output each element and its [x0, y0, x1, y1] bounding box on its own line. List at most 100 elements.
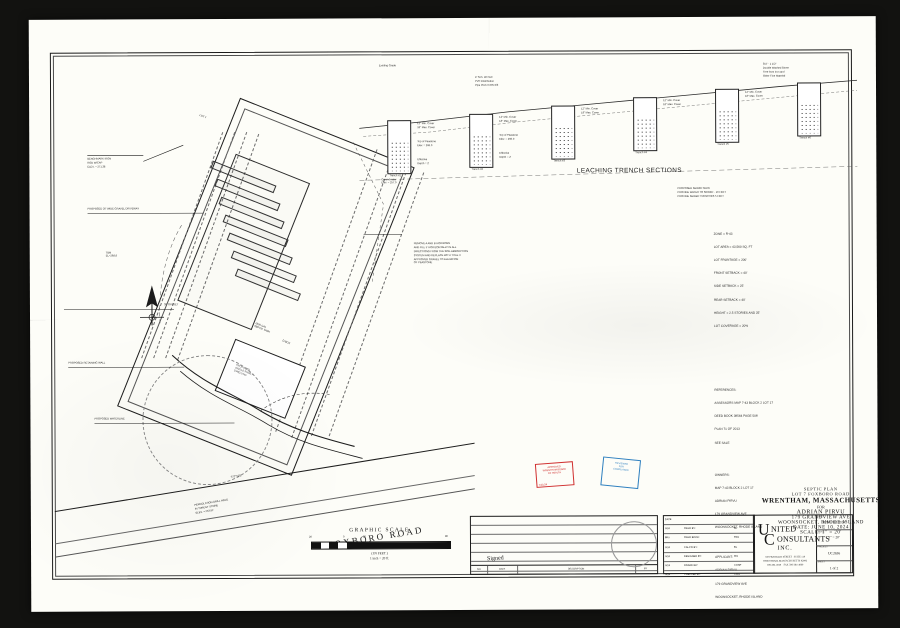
leaching-trench-sections: Existing Grade 12" Min. Cover 18" Max. C…: [359, 60, 860, 212]
record-date: 6/24: [665, 572, 671, 577]
firm-field-label: SCALE: [817, 531, 825, 534]
zoning-line: LOT COVERAGE = 20%: [714, 323, 749, 328]
applicant-line: 179 GRANDVIEW AVE: [715, 581, 747, 586]
effective-depth-note-1: Effective Depth = 2': [417, 158, 430, 166]
graphic-scale-bar: [310, 541, 452, 550]
record-date: 6/24: [665, 545, 670, 549]
applicant-line: WOONSOCKET, RHODE ISLAND: [715, 594, 763, 599]
retaining-wall-note: PROPOSED RETAINING WALL: [68, 361, 106, 365]
record-value: CMG: [734, 572, 740, 576]
zoning-block: ZONE = R-43 LOT AREA = 43,560 SQ. FT LOT…: [714, 222, 854, 337]
trench-section-5: [715, 88, 740, 143]
record-date: 6/24: [665, 563, 670, 567]
scale-seg: [337, 542, 347, 549]
plan-sheet: PROPOSED SINGLE FAMILY DWELLING: [28, 16, 880, 612]
cover-note-1: 12" Min. Cover 18" Max. Cover: [417, 122, 435, 130]
record-label: FIELD BY:: [683, 527, 696, 531]
trench-stone-fill: [554, 126, 573, 157]
revision-col-date-label: DATE: [498, 567, 506, 571]
references-heading: REFERENCES:: [714, 387, 737, 392]
sections-title: LEACHING TRENCH SECTIONS: [576, 167, 682, 175]
trench-stone-fill: [390, 141, 409, 172]
revision-col-date: DATE: [487, 565, 519, 574]
driveway-geometry: [159, 142, 384, 459]
title-line-3: WRENTHAM, MASSACHUSETTS: [761, 496, 880, 505]
graphic-scale-units: ( IN FEET ) 1 inch = 20 ft.: [297, 551, 462, 562]
references-line: DEED BOOK 38564 PAGE 508: [714, 413, 758, 419]
record-row: 6/24 DRAWN BY: CONP: [664, 561, 755, 571]
trench-label-1: Trench #1: [389, 174, 401, 178]
scale-tick: 20: [362, 535, 366, 539]
owners-heading: OWNERS:: [714, 472, 730, 477]
record-row: BKs FIELD BOOK: PAG: [663, 533, 755, 544]
cover-note-4: 12" Min. Cover 18" Max. Cover: [663, 99, 681, 106]
record-row: 6/24 CALC'D BY: BL: [664, 543, 755, 553]
references-block: REFERENCES: ASSESSORS MAP 7-43 BLOCK 2 L…: [714, 378, 854, 453]
references-line: ASSESSORS MAP 7-43 BLOCK 2 LOT 17: [714, 400, 774, 405]
trench-stone-fill: [718, 109, 737, 140]
record-label: DESIGNED BY:: [684, 554, 702, 558]
firm-field-label: PROJECT: [817, 546, 828, 549]
zoning-line: REAR SETBACK = 40': [713, 297, 746, 302]
firm-field-value: 1" = 20': [828, 535, 840, 540]
review-stamp: REVIEWED FOR COMPLIANCE: [600, 456, 642, 490]
firm-field-date: DATE JUNE 10, 2024: [815, 515, 852, 531]
engineer-seal: [610, 521, 658, 568]
record-value: BL: [734, 545, 738, 549]
record-date: 6/24: [664, 527, 670, 531]
firm-field-value: UC2636: [827, 550, 841, 555]
zoning-line: ZONE = R-43: [713, 231, 733, 236]
record-block: DATE 6/24 FIELD BY: BL BKs FIELD BOOK: P…: [662, 514, 756, 576]
trench-stone-fill: [800, 103, 819, 134]
record-value: PAG: [733, 536, 740, 540]
firm-field-label: SHEET: [817, 561, 825, 564]
north-arrow-icon: [140, 285, 165, 326]
cover-note-2: 12" Min. Cover 18" Max. Cover: [499, 115, 517, 123]
scale-tick: 0: [342, 535, 345, 539]
references-line: PLAN 71 OF 2013: [714, 427, 740, 432]
record-date: BKs: [664, 536, 670, 540]
cover-note-5: 12" Min. Cover 18" Max. Cover: [745, 90, 763, 98]
record-value: MG: [734, 554, 739, 558]
zoning-line: LOT FRONTAGE = 200': [713, 257, 747, 262]
graphic-scale: GRAPHIC SCALE 20 0 20 40 80 ( IN FEET ) …: [297, 521, 462, 574]
record-row: DATE: [663, 515, 754, 526]
trench-section-1: [387, 120, 412, 175]
section-grade-profile: [359, 79, 858, 181]
record-row: 6/24 CHECKED BY: CMG: [664, 570, 754, 579]
pipe-note: 4" Sch. 40 Perf. PVC Distribution Pipe P…: [474, 75, 499, 87]
scale-seg: [380, 542, 451, 549]
revision-col-by-label: BY: [643, 567, 648, 571]
plan-view: PROPOSED SINGLE FAMILY DWELLING: [52, 54, 476, 576]
revision-col-no-label: NO.: [476, 567, 482, 571]
trench-section-2: [469, 113, 494, 168]
firm-word-united: NITED: [770, 524, 797, 534]
record-row: 6/24 DESIGNED BY: MG: [664, 552, 755, 562]
trench-label-4: Trench #4: [635, 151, 647, 155]
peastone-note-2: Top of Peastone Elev. = 266.0: [499, 133, 518, 141]
stone-note: 3/4" - 1 1/2" Double Washed Stone Free f…: [762, 62, 789, 78]
record-date: 6/24: [665, 554, 670, 558]
driveway-note: PROPOSED 20' WIDE GRAVEL DRIVEWAY: [87, 207, 140, 211]
record-label: CHECKED BY:: [684, 572, 701, 576]
firm-field-value: JUNE 10, 2024: [822, 520, 846, 525]
leader-lines: [63, 144, 402, 424]
scale-seg: [329, 542, 338, 549]
scale-seg: [346, 542, 382, 549]
trench-label-2: Trench #2: [471, 167, 483, 171]
trench-label-5: Trench #5: [717, 142, 729, 146]
record-value: BL: [733, 527, 738, 531]
record-label: DRAWN BY:: [684, 563, 699, 567]
firm-word-inc: INC.: [777, 545, 793, 552]
scale-seg: [311, 542, 321, 549]
zoning-line: LOT AREA = 43,560 SQ. FT: [713, 244, 753, 249]
scale-tick: 20: [308, 535, 312, 539]
offset-note: 30' OFFSET: [163, 303, 179, 307]
scale-equivalence-line: 1 inch = 20 ft.: [369, 556, 390, 561]
record-label: CALC'D BY:: [684, 545, 698, 549]
firm-field-value: 1 of 2: [829, 566, 839, 571]
trench-section-4: [633, 97, 658, 152]
scale-seg: [320, 542, 330, 549]
trench-stone-fill: [636, 117, 655, 149]
